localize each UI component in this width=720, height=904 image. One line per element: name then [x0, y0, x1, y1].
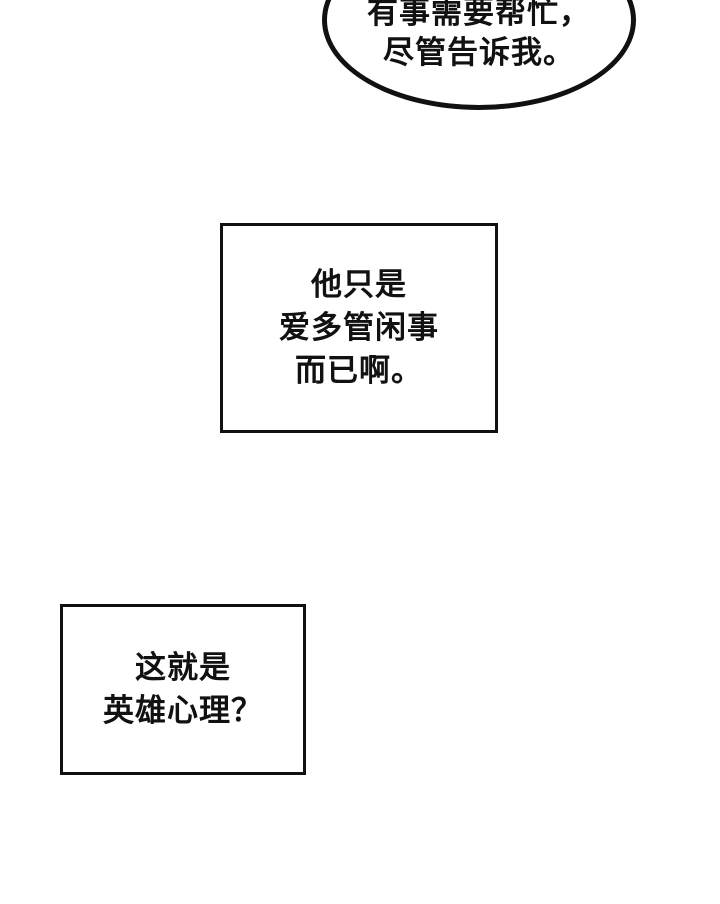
narration-line: 而已啊。 — [295, 352, 423, 389]
narration-box: 这就是 英雄心理？ — [60, 604, 306, 775]
narration-box: 他只是 爱多管闲事 而已啊。 — [220, 223, 498, 433]
speech-line: 有事需要帮忙， — [367, 0, 591, 31]
narration-line: 英雄心理？ — [103, 692, 263, 729]
narration-line: 他只是 — [311, 266, 407, 303]
narration-text: 这就是 英雄心理？ — [103, 647, 263, 733]
narration-line: 爱多管闲事 — [279, 309, 439, 346]
speech-bubble: 有事需要帮忙， 尽管告诉我。 — [322, 0, 636, 110]
narration-text: 他只是 爱多管闲事 而已啊。 — [279, 264, 439, 393]
speech-bubble-text: 有事需要帮忙， 尽管告诉我。 — [327, 0, 631, 73]
speech-line: 尽管告诉我。 — [383, 35, 575, 71]
narration-line: 这就是 — [135, 649, 231, 686]
